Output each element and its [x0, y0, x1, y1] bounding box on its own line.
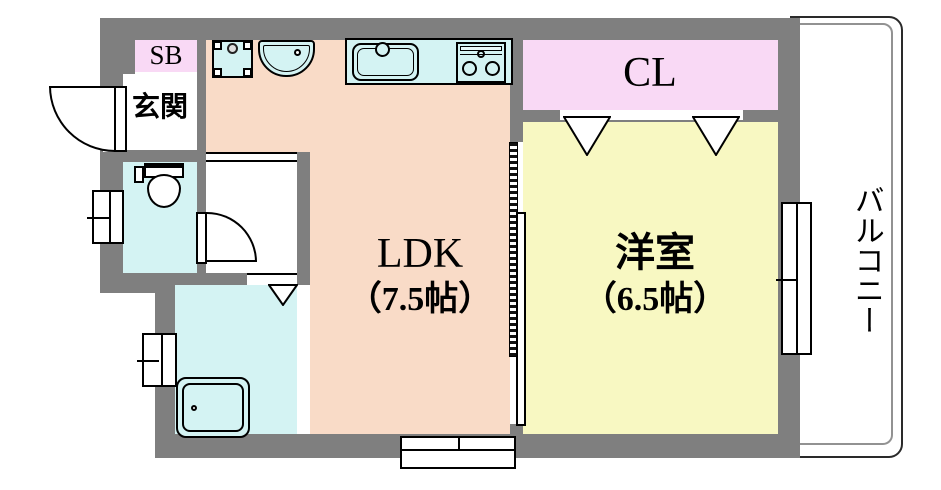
wall-top [100, 18, 800, 40]
gas-stove-fixture [456, 42, 506, 83]
wall-step [100, 273, 175, 293]
burner-icon [485, 61, 500, 76]
entrance-door-leaf [114, 86, 127, 152]
western-room-label: 洋室 [615, 230, 695, 275]
room-entrance [123, 74, 197, 150]
toilet-fixture [130, 160, 190, 220]
washroom-sliding-door [206, 152, 297, 162]
ldk-label: LDK [376, 230, 464, 277]
wall-ldk-divider-bottom [510, 424, 523, 436]
room-ldk-main [310, 162, 510, 434]
drain-icon [191, 405, 197, 411]
entrance-label: 玄関 [131, 92, 188, 124]
bathroom-door-triangle-icon [268, 284, 298, 306]
window-western-room [776, 202, 812, 355]
faucet-icon [375, 42, 390, 57]
entrance-door-swing-icon [49, 86, 115, 152]
drain-icon [227, 43, 238, 54]
closet-door-triangle-icon [692, 116, 740, 156]
washing-machine-pan-fixture [212, 40, 253, 78]
shoe-box-label: SB [149, 39, 183, 70]
window-bathroom [137, 333, 177, 387]
ldk-sliding-door-panel [516, 212, 526, 426]
bathroom-doorway [247, 273, 297, 285]
faucet-icon [294, 49, 301, 56]
bathtub-fixture [176, 377, 250, 438]
burner-icon [462, 61, 477, 76]
closet-door-triangle-icon [563, 116, 611, 156]
western-room-size-label: （6.5帖） [582, 281, 728, 319]
washroom-door-leaf [196, 212, 207, 264]
wall-ldk-divider-top [510, 40, 523, 142]
toilet-lever [134, 166, 144, 183]
closet-doorway [560, 110, 743, 120]
window-toilet [87, 190, 124, 244]
wall-sanitary-right [297, 152, 310, 285]
balcony-label: バルコニー [849, 185, 883, 335]
wall-entrance-bottom [100, 150, 206, 162]
wall-shoebox-side [118, 40, 135, 74]
window-ldk-bottom [400, 436, 516, 469]
closet-label: CL [623, 49, 677, 96]
ldk-size-label: （7.5帖） [347, 281, 493, 319]
room-western [523, 122, 778, 434]
shoe-box [135, 38, 197, 72]
burner-icon [477, 50, 485, 58]
toilet-bowl [147, 174, 181, 208]
room-closet [523, 40, 778, 110]
wall-entrance-right [197, 35, 206, 162]
